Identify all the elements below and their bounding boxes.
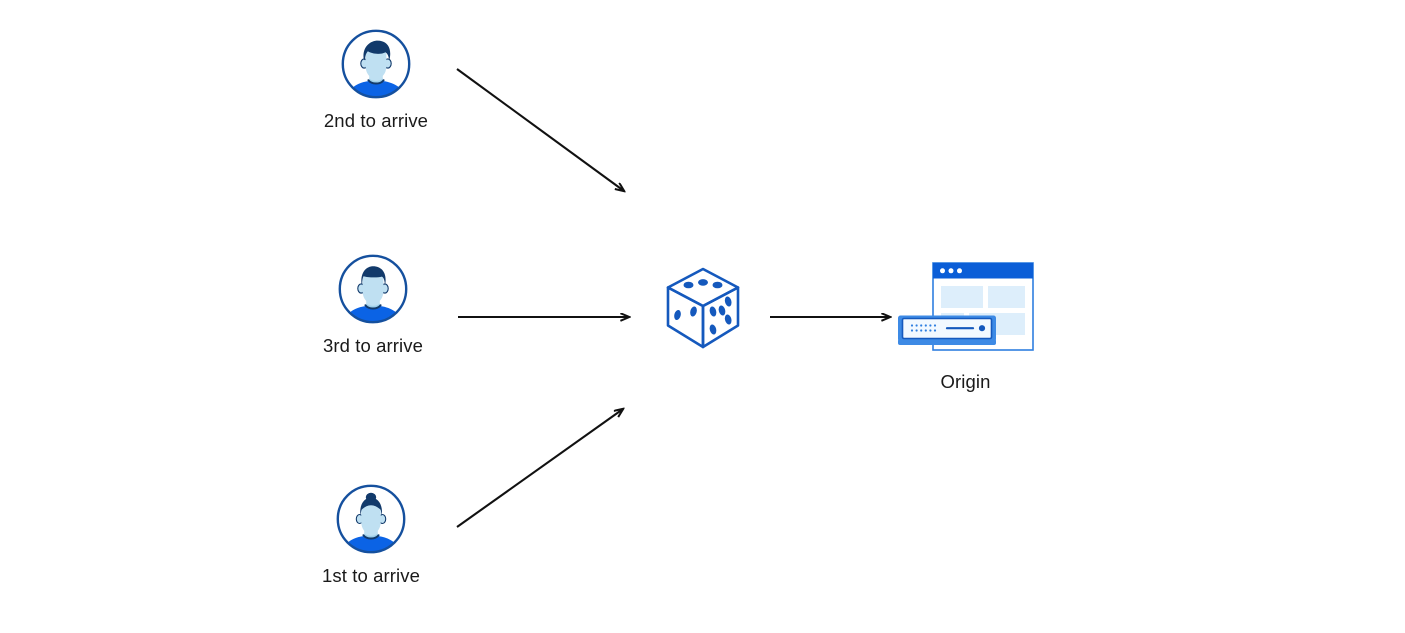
origin-server-icon — [898, 262, 1034, 351]
dice-icon — [666, 267, 740, 349]
node-user-1st[interactable]: 1st to arrive — [306, 482, 436, 587]
node-user-2nd[interactable]: 2nd to arrive — [311, 27, 441, 132]
node-randomizer[interactable] — [658, 263, 748, 353]
node-origin[interactable]: Origin — [893, 255, 1038, 393]
user-avatar-bun-icon — [336, 484, 406, 554]
node-user-3rd-label: 3rd to arrive — [322, 335, 423, 356]
node-user-1st-label: 1st to arrive — [322, 565, 420, 586]
node-user-3rd[interactable]: 3rd to arrive — [308, 252, 438, 357]
user-avatar-icon — [341, 29, 411, 99]
server-appliance-icon — [898, 315, 996, 345]
arrow-user-bottom-to-dice — [456, 409, 623, 528]
arrow-user-top-to-dice — [456, 68, 624, 191]
node-origin-label: Origin — [940, 371, 991, 392]
user-avatar-icon — [338, 254, 408, 324]
node-user-2nd-label: 2nd to arrive — [323, 110, 429, 131]
